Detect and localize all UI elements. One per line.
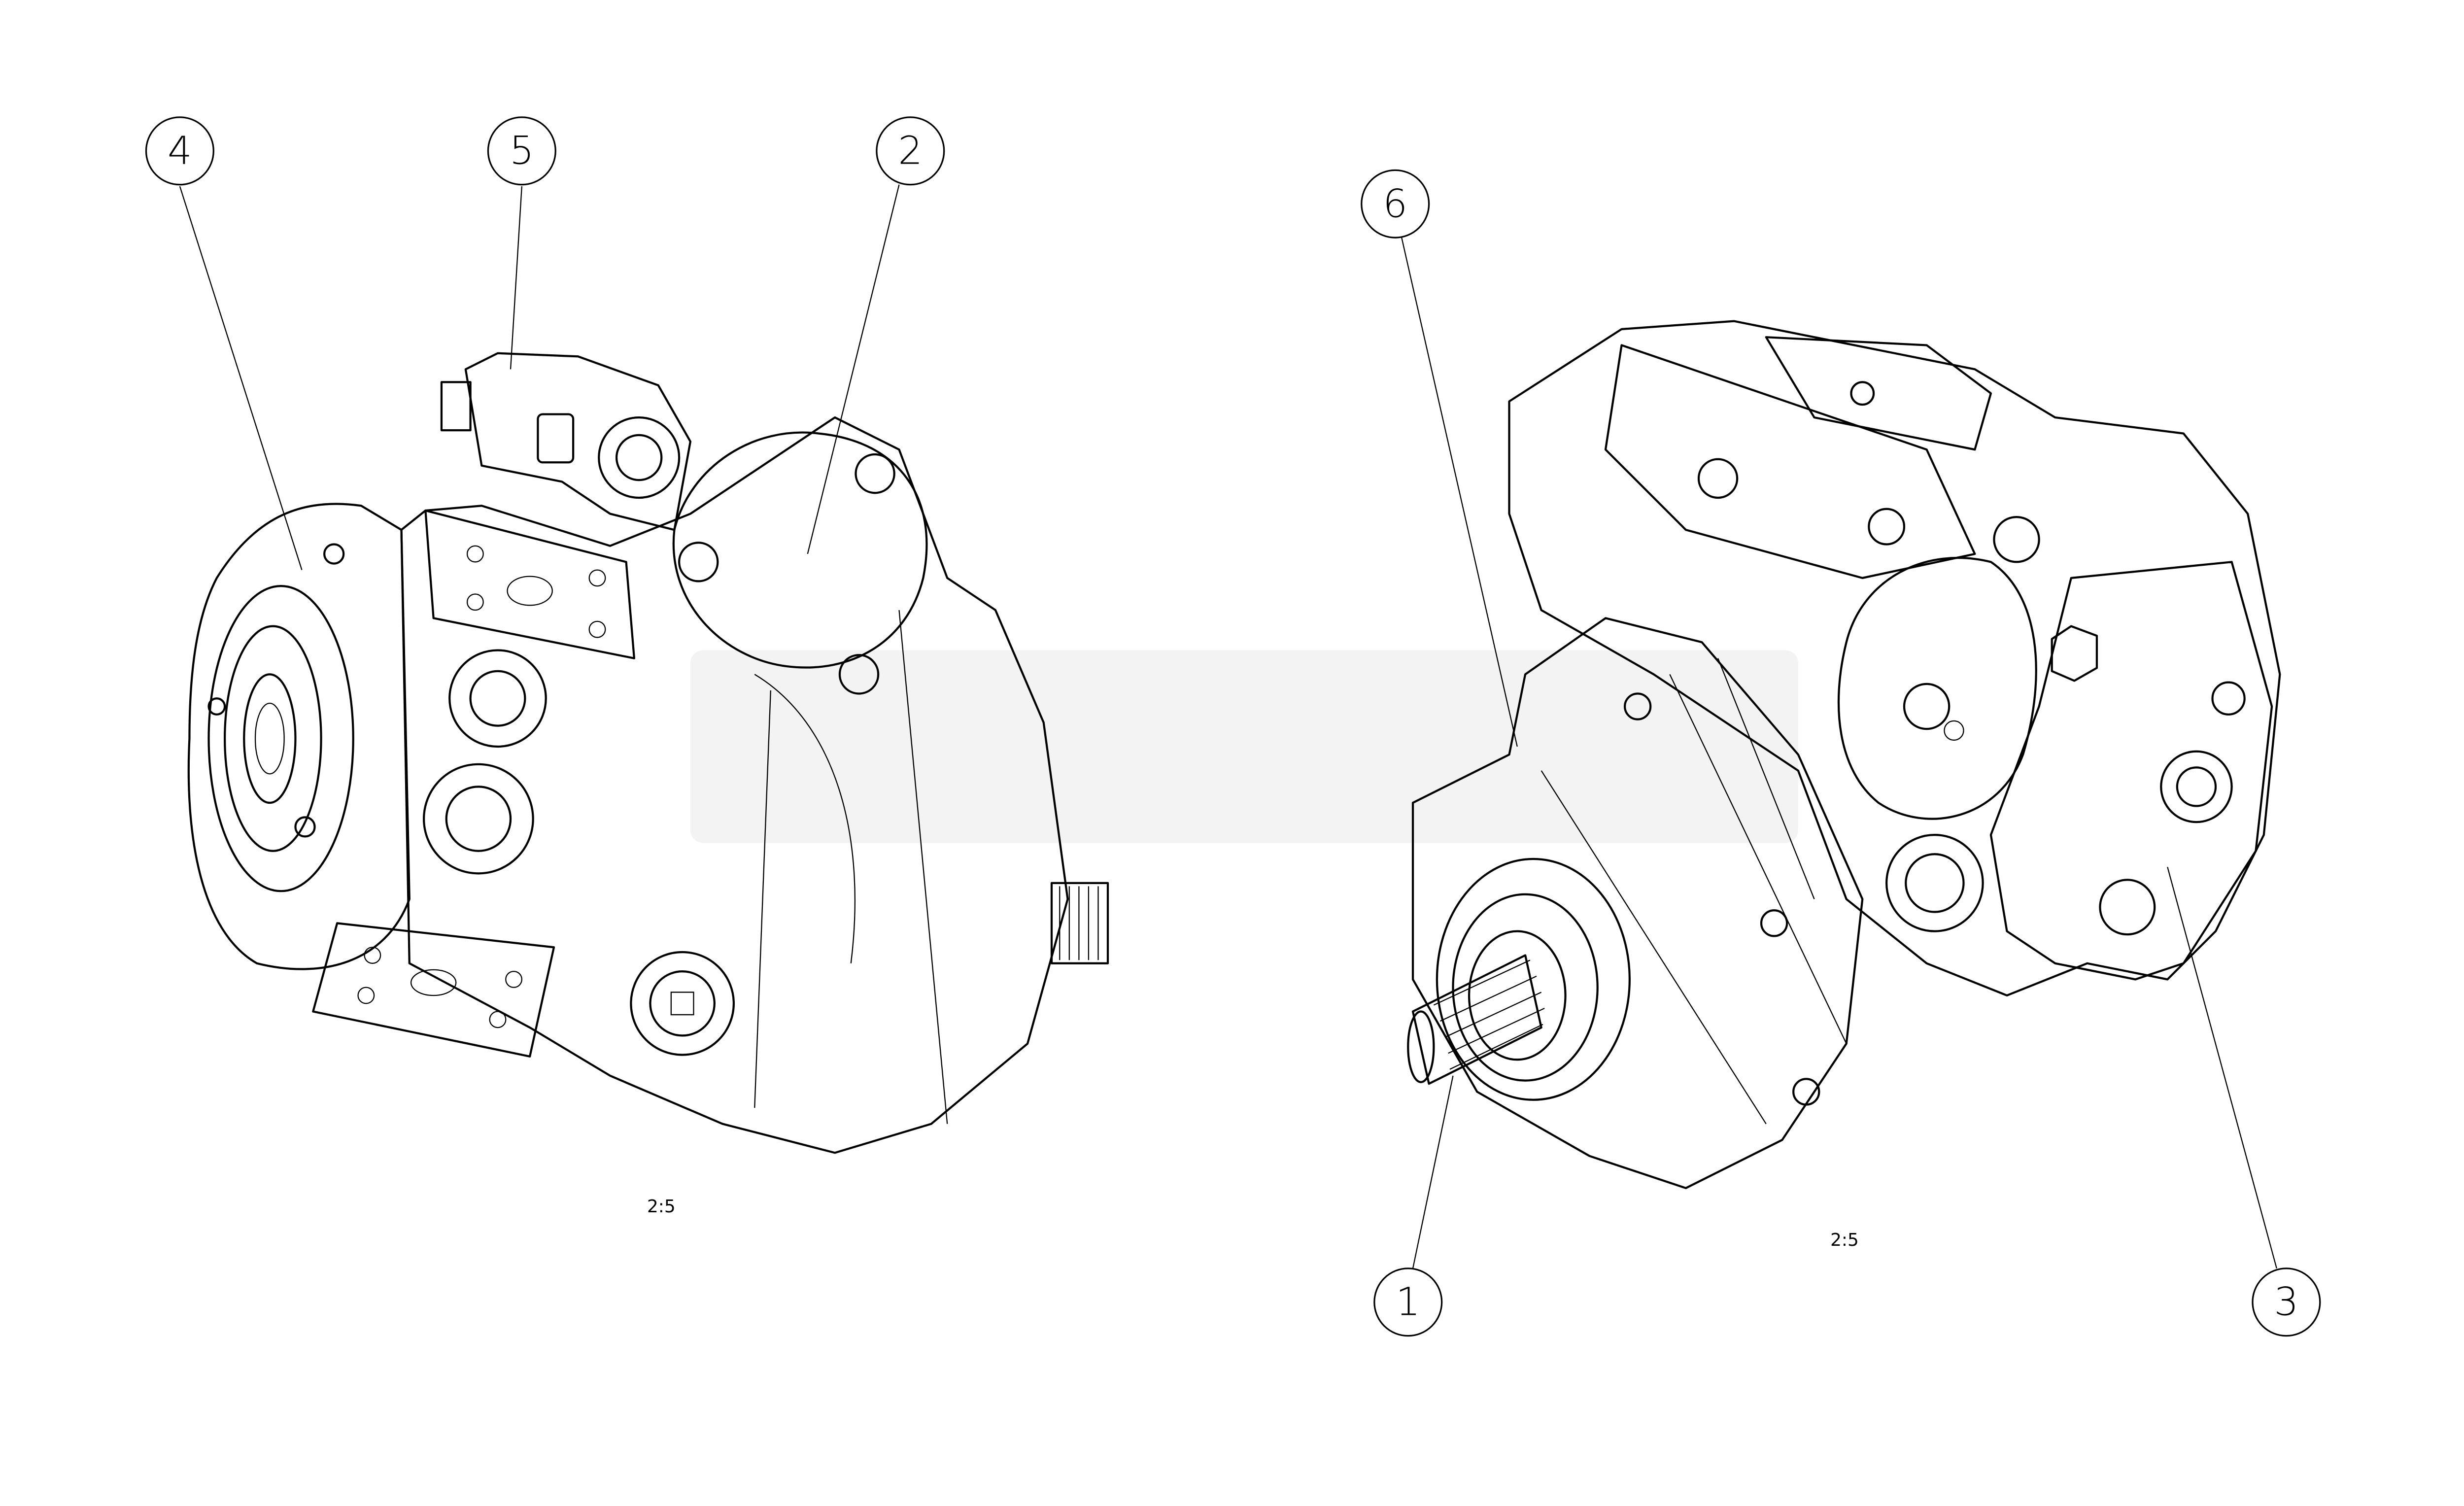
balloon-2: 2 xyxy=(876,116,945,186)
balloon-label: 3 xyxy=(2274,1280,2299,1325)
left-pump-view xyxy=(187,352,1109,1154)
leader-lines xyxy=(179,184,2277,1269)
balloon-3: 3 xyxy=(2252,1267,2321,1337)
balloon-label: 5 xyxy=(510,129,534,173)
balloon-label: 4 xyxy=(168,129,192,173)
balloon-6: 6 xyxy=(1361,169,1430,239)
watermark xyxy=(690,650,1798,843)
balloon-label: 6 xyxy=(1383,181,1407,226)
balloon-label: 2 xyxy=(898,129,923,173)
balloon-1: 1 xyxy=(1373,1267,1443,1337)
balloon-4: 4 xyxy=(145,116,214,186)
right-view-scale-label: 2:5 xyxy=(1830,1230,1859,1250)
left-view-scale-label: 2:5 xyxy=(647,1197,676,1217)
balloon-5: 5 xyxy=(487,116,556,186)
balloon-label: 1 xyxy=(1396,1280,1420,1325)
